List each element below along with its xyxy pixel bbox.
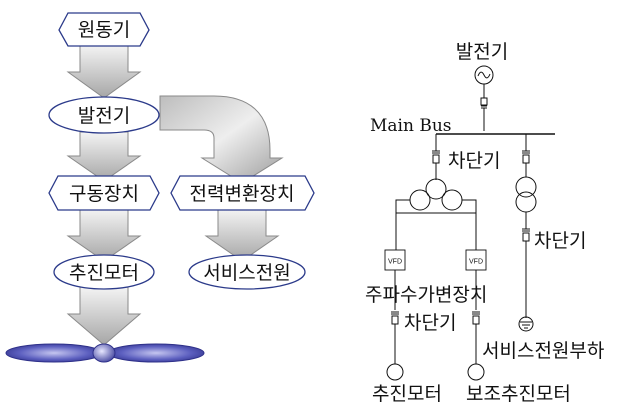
breaker-mid-icon (522, 228, 530, 242)
vfd-right-box: VFD (465, 249, 487, 271)
arrow-motor-to-propeller (66, 286, 142, 346)
vfd-left-box: VFD (384, 249, 406, 271)
arrow-drive-to-motor (66, 208, 142, 262)
node-generator: 발전기 (48, 96, 160, 134)
vfd-left-label: VFD (388, 259, 402, 266)
breaker-service-top-icon (522, 150, 530, 164)
aux-motor-symbol-icon (467, 363, 485, 381)
breaker-left-bottom-icon (391, 311, 399, 325)
single-line-diagram: 발전기 Main Bus 차단기 (365, 41, 604, 405)
breaker-bottom-label: 차단기 (404, 312, 456, 334)
node-prime-mover: 원동기 (58, 12, 150, 47)
breaker-top-icon (432, 150, 440, 164)
breaker-mid-label: 차단기 (534, 230, 586, 252)
service-power-label: 서비스전원 (203, 262, 290, 284)
generator-symbol-icon (474, 65, 494, 85)
generator-breaker-icon (480, 97, 488, 109)
generator-title: 발전기 (456, 41, 508, 63)
propulsion-motor-symbol-icon (386, 363, 404, 381)
propulsion-motor-label: 추진모터 (69, 262, 139, 284)
propeller-icon (5, 343, 205, 363)
arrow-generator-to-drive (66, 131, 142, 182)
arrow-converter-to-service (204, 208, 280, 262)
main-bus-label: Main Bus (370, 116, 452, 136)
node-propulsion-motor: 추진모터 (53, 254, 155, 290)
generator-label: 발전기 (78, 105, 130, 127)
node-service-power: 서비스전원 (188, 254, 306, 290)
propulsion-motor-caption: 추진모터 (372, 383, 442, 405)
arrow-generator-to-converter (159, 95, 284, 184)
service-load-label: 서비스전원부하 (482, 340, 604, 362)
aux-propulsion-motor-caption: 보조추진모터 (466, 383, 571, 405)
vfd-caption: 주파수가변장치 (365, 284, 487, 306)
prime-mover-label: 원동기 (78, 19, 130, 41)
node-drive-unit: 구동장치 (48, 175, 160, 211)
arrow-primemover-to-generator (66, 44, 142, 99)
service-transformer-icon (515, 176, 537, 213)
power-converter-label: 전력변환장치 (190, 183, 295, 205)
drive-unit-label: 구동장치 (69, 183, 139, 205)
breaker-top-label: 차단기 (448, 150, 500, 172)
vfd-right-label: VFD (469, 259, 483, 266)
three-winding-transformer-icon (409, 178, 463, 211)
flow-arrows (66, 44, 280, 346)
service-load-ground-icon (518, 316, 534, 332)
left-flow-diagram: 원동기 발전기 구동장치 추진모터 전력변환장치 서비스전원 (5, 12, 315, 363)
node-power-converter: 전력변환장치 (170, 175, 315, 211)
breaker-right-bottom-icon (472, 311, 480, 325)
